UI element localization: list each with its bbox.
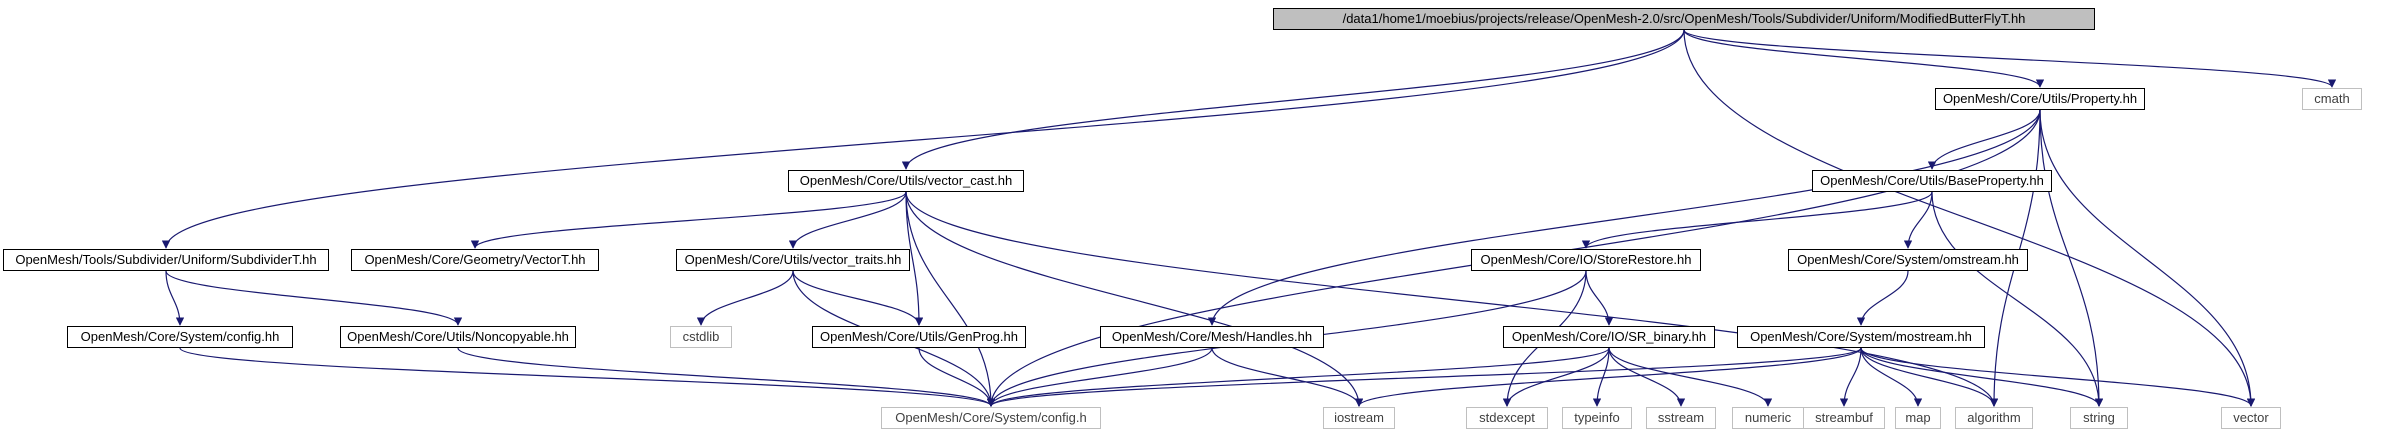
edge-property-to-string [2039, 109, 2104, 407]
edge-root-to-property [1683, 29, 2045, 88]
edge-handles-to-iostream [1211, 347, 1364, 407]
edge-property-to-handles [1207, 109, 2041, 326]
node-handles-hh[interactable]: OpenMesh/Core/Mesh/Handles.hh [1100, 326, 1324, 348]
node-property-hh[interactable]: OpenMesh/Core/Utils/Property.hh [1935, 88, 2145, 110]
edge-baseprop-to-string [1931, 191, 2104, 407]
node-sr-binary-hh[interactable]: OpenMesh/Core/IO/SR_binary.hh [1503, 326, 1715, 348]
edge-genprog-to-configh [918, 347, 996, 407]
edge-vector_cast-to-configh [905, 191, 996, 407]
node-cstdlib: cstdlib [670, 326, 732, 348]
node-iostream: iostream [1323, 407, 1395, 429]
edge-root-to-subdivT [161, 29, 1685, 249]
edge-srbinary-to-sstream [1608, 347, 1686, 407]
node-mostream-hh[interactable]: OpenMesh/Core/System/mostream.hh [1737, 326, 1985, 348]
edge-baseprop-to-storerest [1581, 191, 1933, 249]
node-subdividerT-hh[interactable]: OpenMesh/Tools/Subdivider/Uniform/Subdiv… [3, 249, 329, 271]
edge-root-to-vector [1683, 29, 2256, 407]
edge-vector_cast-to-genprog [905, 191, 924, 326]
edge-vtraits-to-genprog [792, 270, 924, 326]
node-genprog-hh[interactable]: OpenMesh/Core/Utils/GenProg.hh [812, 326, 1026, 348]
edge-srbinary-to-numeric [1608, 347, 1773, 407]
edge-mostream-to-algorithm [1860, 347, 1999, 407]
node-root-file[interactable]: /data1/home1/moebius/projects/release/Op… [1273, 8, 2095, 30]
edge-srbinary-to-configh [986, 347, 1610, 407]
node-vector-traits-hh[interactable]: OpenMesh/Core/Utils/vector_traits.hh [676, 249, 910, 271]
edge-mostream-to-map [1860, 347, 1923, 407]
edge-vtraits-to-cstdlib [696, 270, 794, 326]
node-sstream: sstream [1646, 407, 1716, 429]
node-vector: vector [2221, 407, 2281, 429]
edge-srbinary-to-stdexcept [1502, 347, 1610, 407]
edge-mostream-to-configh [987, 347, 1862, 407]
edge-property-to-vector [2039, 109, 2256, 407]
edge-baseprop-to-omstream [1903, 191, 1933, 249]
edge-noncopy-to-configh [457, 347, 996, 407]
node-vectorT-hh[interactable]: OpenMesh/Core/Geometry/VectorT.hh [351, 249, 599, 271]
edge-mostream-to-iostream [1354, 347, 1862, 407]
node-map: map [1895, 407, 1941, 429]
node-typeinfo: typeinfo [1562, 407, 1632, 429]
edge-root-to-vector_cast [901, 29, 1685, 170]
edge-mostream-to-vector [1860, 347, 2256, 407]
node-algorithm: algorithm [1955, 407, 2033, 429]
node-storerestore-hh[interactable]: OpenMesh/Core/IO/StoreRestore.hh [1471, 249, 1701, 271]
node-numeric: numeric [1732, 407, 1804, 429]
edge-vector_cast-to-algorithm [905, 191, 1999, 407]
node-baseproperty-hh[interactable]: OpenMesh/Core/Utils/BaseProperty.hh [1812, 170, 2052, 192]
node-config-h: OpenMesh/Core/System/config.h [881, 407, 1101, 429]
node-string: string [2070, 407, 2128, 429]
node-stdexcept: stdexcept [1466, 407, 1548, 429]
edge-confighh-to-configh [179, 347, 995, 407]
node-omstream-hh[interactable]: OpenMesh/Core/System/omstream.hh [1788, 249, 2028, 271]
edge-mostream-to-streambuf [1839, 347, 1862, 407]
edge-subdivT-to-confighh [165, 270, 185, 326]
node-config-hh[interactable]: OpenMesh/Core/System/config.hh [67, 326, 293, 348]
edge-vector_cast-to-vtraits [788, 191, 907, 249]
node-vector-cast-hh[interactable]: OpenMesh/Core/Utils/vector_cast.hh [788, 170, 1024, 192]
node-cmath: cmath [2302, 88, 2362, 110]
node-streambuf: streambuf [1803, 407, 1885, 429]
edge-subdivT-to-noncopy [165, 270, 463, 326]
edge-vector_cast-to-vectorT [470, 191, 907, 249]
edge-handles-to-configh [986, 347, 1213, 407]
edge-root-to-cmath [1683, 29, 2337, 88]
node-noncopyable-hh[interactable]: OpenMesh/Core/Utils/Noncopyable.hh [340, 326, 576, 348]
edge-omstream-to-mostream [1856, 270, 1909, 326]
edge-vector_cast-to-iostream [905, 191, 1364, 407]
edge-property-to-baseprop [1927, 109, 2041, 170]
edge-mostream-to-string [1860, 347, 2104, 407]
edge-storerest-to-srbinary [1585, 270, 1614, 326]
